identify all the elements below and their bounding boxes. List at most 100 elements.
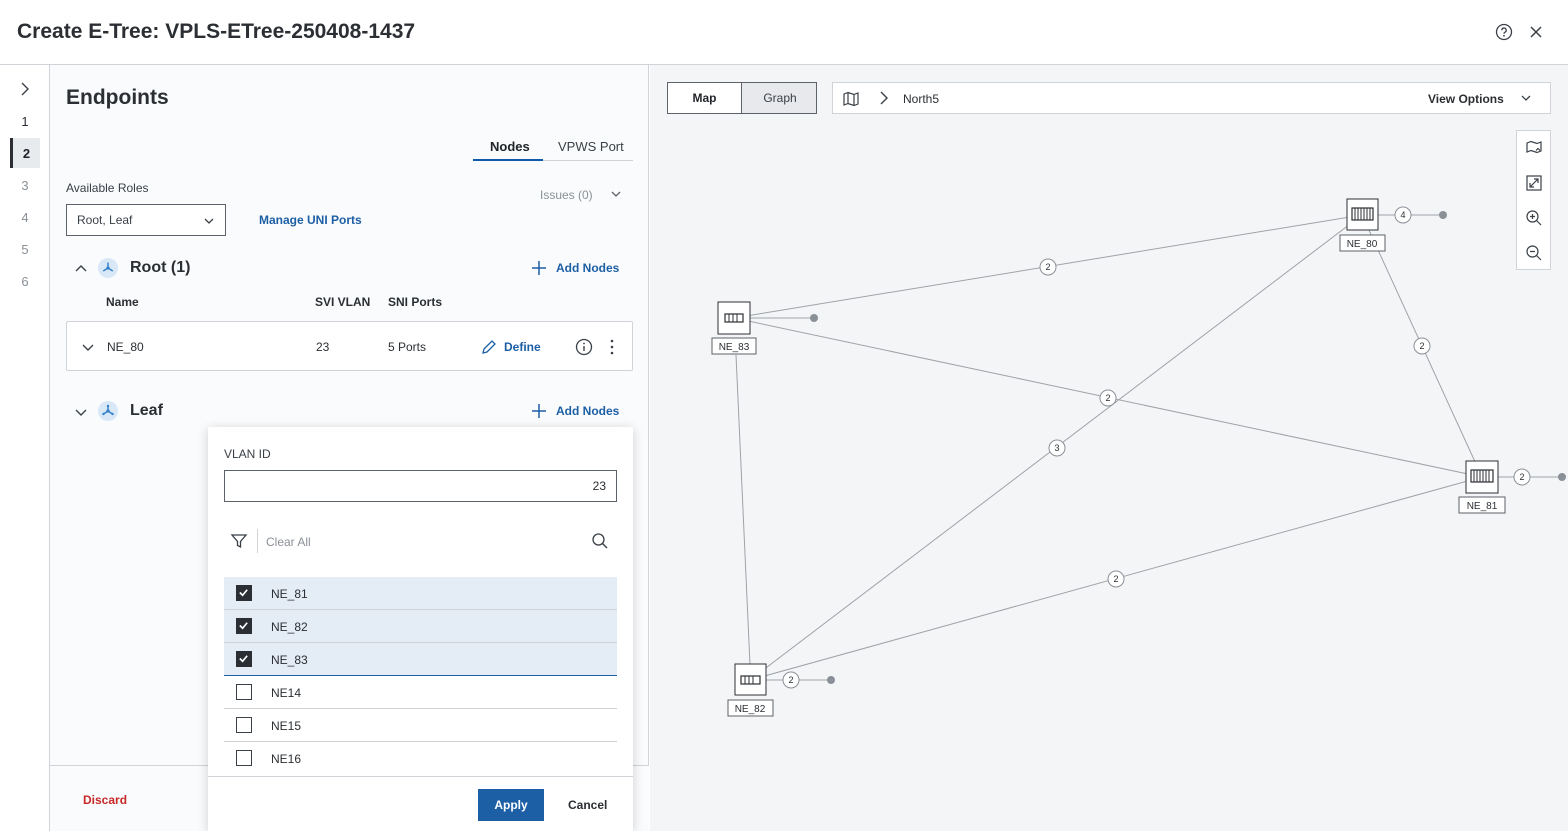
map-view-button[interactable]: Map	[668, 83, 742, 113]
clear-all-button[interactable]: Clear All	[266, 535, 311, 549]
zoom-out-icon[interactable]	[1525, 244, 1543, 262]
root-node-name: NE_80	[107, 340, 144, 354]
svg-text:4: 4	[1400, 210, 1405, 220]
node-ne80[interactable]: NE_80	[1339, 198, 1386, 252]
help-icon[interactable]	[1494, 22, 1514, 42]
link-badge[interactable]: 2	[1107, 570, 1125, 588]
checkbox[interactable]	[236, 618, 252, 634]
list-item[interactable]: NE_82	[224, 610, 617, 643]
list-item[interactable]: NE15	[224, 709, 617, 742]
leaf-add-nodes-label: Add Nodes	[556, 404, 620, 418]
close-icon[interactable]	[1526, 22, 1546, 42]
endpoint-tabs: Nodes VPWS Port	[473, 134, 633, 161]
available-roles-select[interactable]: Root, Leaf	[66, 204, 226, 236]
zoom-in-icon[interactable]	[1525, 209, 1543, 227]
discard-button[interactable]: Discard	[83, 793, 128, 807]
dialog-title: Create E-Tree: VPLS-ETree-250408-1437	[17, 20, 416, 43]
link-badge[interactable]: 2	[782, 671, 800, 689]
overflow-menu-icon[interactable]	[608, 338, 616, 361]
vlan-id-input[interactable]	[224, 470, 617, 502]
map-breadcrumb: North5 View Options	[832, 82, 1551, 114]
link-badge[interactable]: 2	[1413, 337, 1431, 355]
list-item[interactable]: NE16	[224, 742, 617, 775]
list-item-label: NE15	[271, 719, 302, 733]
link-badge[interactable]: 2	[1099, 389, 1117, 407]
svg-text:2: 2	[1519, 472, 1524, 482]
divider	[257, 529, 258, 553]
filter-icon[interactable]	[230, 532, 248, 555]
apply-button[interactable]: Apply	[478, 789, 544, 821]
link-badge[interactable]: 2	[1039, 258, 1057, 276]
step-4[interactable]: 4	[21, 209, 29, 225]
svg-text:2: 2	[1105, 393, 1110, 403]
info-icon[interactable]	[575, 338, 593, 361]
link-badge[interactable]: 2	[1513, 468, 1531, 486]
manage-uni-ports-link[interactable]: Manage UNI Ports	[259, 213, 362, 227]
define-button[interactable]: Define	[480, 338, 541, 359]
expand-chevron-down-icon[interactable]	[74, 405, 88, 424]
checkmark-icon	[239, 655, 248, 663]
link-ne83-ne82[interactable]	[735, 354, 751, 666]
svg-text:2: 2	[1045, 262, 1050, 272]
link-badge[interactable]: 3	[1048, 439, 1066, 457]
map-layers-icon[interactable]	[1525, 139, 1543, 157]
checkbox[interactable]	[236, 684, 252, 700]
issues-toggle[interactable]: Issues (0)	[540, 188, 621, 202]
list-item-label: NE_82	[271, 620, 308, 634]
topology-canvas[interactable]: 2 2 2 3 2 4 2 2 NE_83 NE_80 N	[650, 65, 1568, 831]
issues-label: Issues (0)	[540, 188, 593, 202]
root-add-nodes-label: Add Nodes	[556, 261, 620, 275]
port-dot	[810, 314, 818, 322]
link-badge[interactable]: 4	[1394, 206, 1412, 224]
column-header-svi-vlan: SVI VLAN	[315, 295, 371, 309]
breadcrumb-location[interactable]: North5	[903, 92, 940, 106]
list-item[interactable]: NE14	[224, 676, 617, 709]
root-section-header: Root (1) Add Nodes	[74, 258, 634, 280]
checkbox[interactable]	[236, 750, 252, 766]
map-toolbar	[1516, 130, 1551, 270]
column-header-sni-ports: SNI Ports	[388, 295, 443, 309]
graph-view-button[interactable]: Graph	[763, 91, 797, 105]
search-icon[interactable]	[591, 532, 609, 555]
svg-text:2: 2	[1419, 341, 1424, 351]
port-dot	[1439, 211, 1447, 219]
fit-to-screen-icon[interactable]	[1525, 174, 1543, 192]
plus-icon	[530, 402, 548, 423]
leaf-role-icon	[98, 401, 118, 421]
expand-rail-chevron-icon[interactable]	[15, 79, 35, 99]
svg-text:NE_81: NE_81	[1467, 501, 1498, 512]
list-item[interactable]: NE_81	[224, 577, 617, 610]
checkbox[interactable]	[236, 651, 252, 667]
map-icon[interactable]	[843, 91, 859, 112]
filter-bar: Clear All	[224, 527, 617, 555]
node-ne83[interactable]: NE_83	[711, 301, 757, 355]
collapse-chevron-up-icon[interactable]	[74, 262, 88, 281]
popover-footer: Apply Cancel	[208, 776, 633, 831]
list-item[interactable]: NE_83	[224, 643, 617, 676]
svg-text:NE_83: NE_83	[719, 342, 750, 353]
node-ne81[interactable]: NE_81	[1458, 460, 1506, 514]
vlan-id-label: VLAN ID	[224, 447, 271, 461]
define-label: Define	[504, 340, 541, 354]
list-item-label: NE_83	[271, 653, 308, 667]
step-1[interactable]: 1	[21, 113, 29, 129]
step-3[interactable]: 3	[21, 177, 29, 193]
expand-chevron-down-icon[interactable]	[81, 340, 95, 359]
root-node-row[interactable]: NE_80 23 5 Ports Define	[66, 321, 633, 371]
checkmark-icon	[239, 589, 248, 597]
node-ne82[interactable]: NE_82	[727, 663, 774, 717]
view-options-label: View Options	[1428, 92, 1504, 106]
svg-text:NE_82: NE_82	[735, 704, 766, 715]
checkbox[interactable]	[236, 717, 252, 733]
checkbox[interactable]	[236, 585, 252, 601]
step-2[interactable]: 2	[10, 138, 40, 168]
step-5[interactable]: 5	[21, 241, 29, 257]
tab-nodes[interactable]: Nodes	[490, 139, 530, 154]
view-options-button[interactable]: View Options	[1428, 92, 1531, 106]
chevron-down-icon	[203, 215, 215, 230]
cancel-button[interactable]: Cancel	[568, 798, 608, 812]
add-nodes-popover: VLAN ID Clear All NE_81 NE_82 NE_83 NE14	[208, 427, 633, 831]
root-section-title: Root (1)	[130, 259, 191, 276]
step-6[interactable]: 6	[21, 273, 29, 289]
tab-vpws-port[interactable]: VPWS Port	[558, 139, 624, 154]
